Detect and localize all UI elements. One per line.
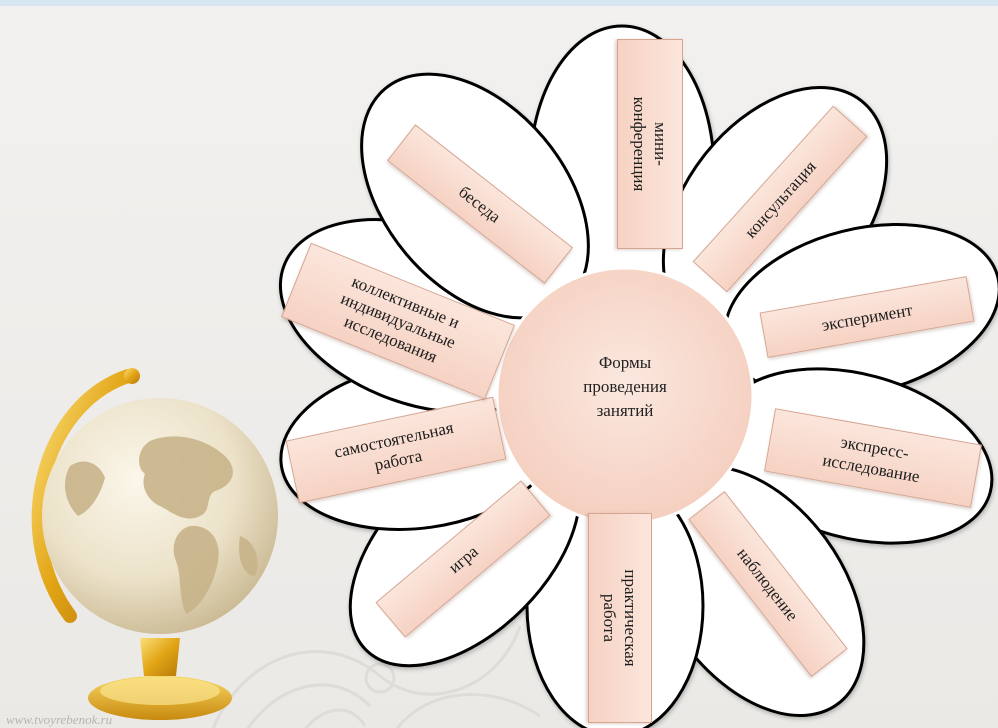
petal-label-line: работа [600, 593, 619, 643]
petal-label-line: конференция [630, 96, 649, 192]
petal-label-line: мини- [651, 122, 670, 166]
petal-label-prakticheskaya-rabota: практическая работа [588, 513, 652, 723]
petal-label-mini-konferentsiya: мини- конференция [617, 39, 683, 249]
petal-label-line: эксперимент [820, 299, 914, 335]
center-line-1: Формы [598, 353, 652, 372]
center-label: Формы проведения занятий [540, 351, 710, 423]
watermark: www.tvoyrebenok.ru [6, 712, 113, 727]
petal-label-line: практическая [621, 569, 640, 667]
petal-label-line: игра [444, 541, 482, 577]
center-line-2: проведения [583, 377, 667, 396]
petal-label-line: беседа [455, 181, 505, 227]
flower-diagram [278, 24, 998, 728]
center-line-3: занятий [596, 401, 654, 420]
globe-illustration [31, 368, 278, 720]
